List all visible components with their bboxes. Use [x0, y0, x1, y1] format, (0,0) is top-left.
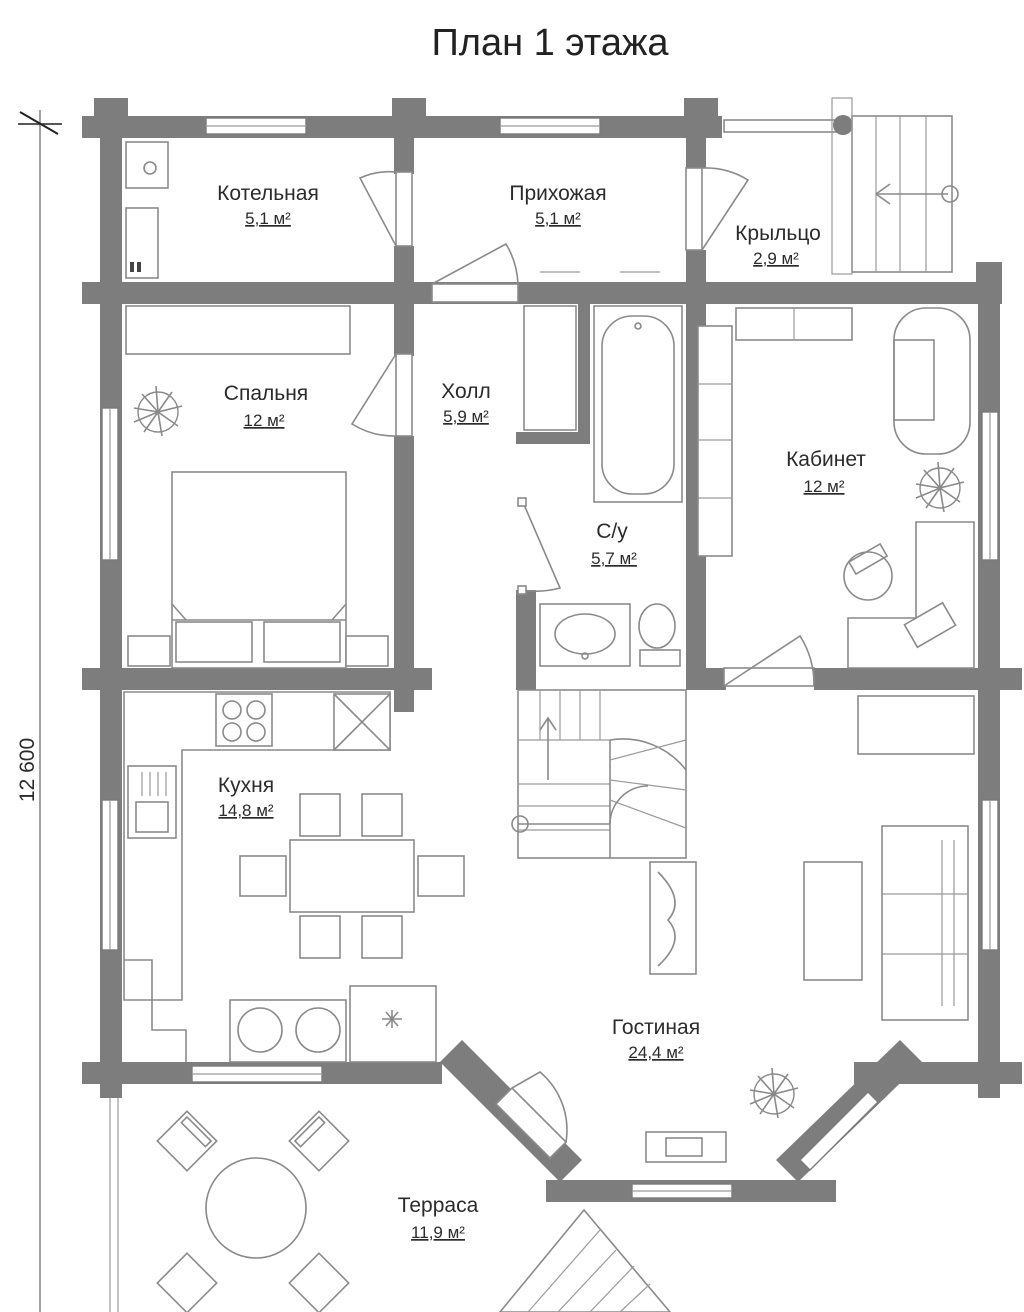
svg-text:Спальня: Спальня	[224, 382, 308, 405]
room-label-porch: Крыльцо 2,9 м²	[735, 222, 821, 268]
doors	[350, 167, 815, 1160]
living-room-furniture	[645, 695, 975, 1163]
room-label-terrace: Терраса 11,9 м²	[398, 1194, 479, 1242]
svg-text:5,7 м²: 5,7 м²	[591, 549, 637, 568]
bathroom-fixtures	[523, 305, 683, 667]
kitchen-furniture	[123, 691, 465, 1063]
room-label-kitchen: Кухня 14,8 м²	[218, 774, 274, 820]
porch-stairs	[831, 97, 959, 275]
staircase	[511, 689, 687, 859]
svg-text:5,9 м²: 5,9 м²	[443, 407, 489, 426]
svg-text:Котельная: Котельная	[217, 182, 319, 205]
room-label-bedroom: Спальня 12 м²	[224, 382, 308, 430]
svg-text:Терраса: Терраса	[398, 1194, 479, 1217]
svg-text:С/у: С/у	[596, 520, 628, 543]
dimension-label: 12 600	[16, 738, 39, 802]
svg-text:Крыльцо: Крыльцо	[735, 222, 821, 245]
svg-text:Гостиная: Гостиная	[612, 1016, 700, 1039]
room-label-study: Кабинет 12 м²	[786, 448, 866, 496]
svg-text:Кухня: Кухня	[218, 774, 274, 797]
svg-text:24,4 м²: 24,4 м²	[628, 1043, 683, 1062]
plant-icon	[749, 1067, 799, 1119]
room-label-boiler-room: Котельная 5,1 м²	[217, 182, 319, 228]
svg-text:2,9 м²: 2,9 м²	[753, 249, 799, 268]
svg-text:5,1 м²: 5,1 м²	[535, 209, 581, 228]
svg-text:Кабинет: Кабинет	[786, 448, 866, 471]
bedroom-furniture	[125, 305, 389, 669]
room-label-hall: Холл 5,9 м²	[441, 380, 491, 426]
boiler-fixtures	[125, 141, 660, 279]
svg-text:14,8 м²: 14,8 м²	[218, 801, 273, 820]
svg-text:Холл: Холл	[441, 380, 491, 403]
svg-text:5,1 м²: 5,1 м²	[245, 209, 291, 228]
svg-text:12 м²: 12 м²	[244, 411, 285, 430]
plant-icon	[915, 461, 965, 513]
room-label-living-room: Гостиная 24,4 м²	[612, 1016, 700, 1062]
room-label-bathroom: С/у 5,7 м²	[591, 520, 637, 568]
svg-text:12 м²: 12 м²	[804, 477, 845, 496]
plant-icon	[133, 385, 183, 437]
study-furniture	[697, 307, 975, 669]
dimension-line	[18, 110, 62, 1312]
svg-text:Прихожая: Прихожая	[509, 182, 606, 205]
plan-title: План 1 этажа	[431, 22, 669, 64]
svg-text:11,9 м²: 11,9 м²	[411, 1223, 465, 1242]
terrace-furniture	[109, 1098, 672, 1312]
windows	[101, 115, 999, 1199]
room-label-entry-hall: Прихожая 5,1 м²	[509, 182, 606, 228]
